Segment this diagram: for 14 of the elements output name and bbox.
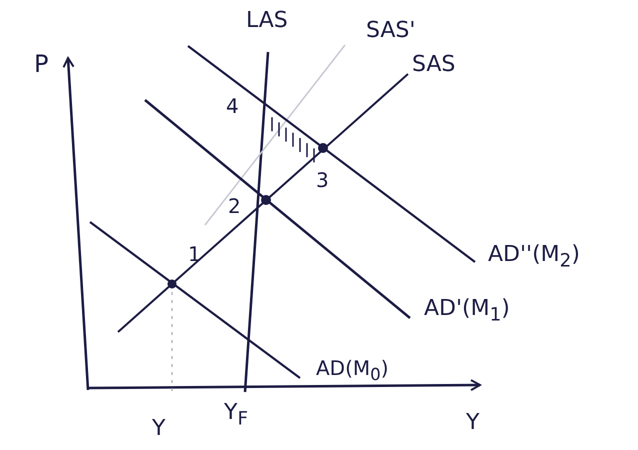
- curve-label: LAS: [246, 10, 288, 32]
- curve-label: AD'(M$_{1}$): [424, 298, 510, 325]
- axis-label: Y$_{F}$: [224, 402, 248, 429]
- axis-label: Y: [152, 418, 166, 440]
- axis-label: P: [34, 52, 48, 76]
- point-label: 2: [228, 196, 241, 216]
- curve-label: AD''(M$_{2}$): [488, 244, 580, 271]
- point-label: 1: [188, 244, 201, 264]
- curve-label: SAS: [412, 54, 456, 76]
- curve-label: AD(M$_{0}$): [316, 358, 389, 384]
- axis-label: Y: [466, 412, 480, 434]
- point-label: 4: [226, 96, 239, 116]
- curve-label: SAS': [366, 20, 416, 42]
- point-label: 3: [316, 170, 329, 190]
